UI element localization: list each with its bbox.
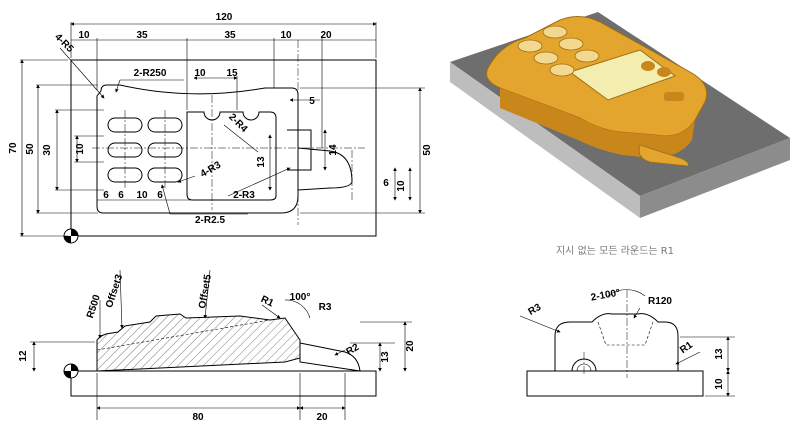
dim-right-10: 10 xyxy=(396,180,407,192)
dim-14: 14 xyxy=(328,144,339,156)
dim-bottom-2: 6 xyxy=(118,190,124,201)
dim-front-13: 13 xyxy=(380,351,391,363)
stock-outline xyxy=(70,59,377,237)
dim-bottom-4: 6 xyxy=(157,190,163,201)
dim-left-10: 10 xyxy=(75,143,86,155)
origin-marker-front xyxy=(63,363,79,379)
top-view: 120 10 35 35 10 20 4-R5 2-R250 10 15 5 2… xyxy=(8,12,433,244)
dim-front-20: 20 xyxy=(405,340,416,352)
side-slot xyxy=(287,129,312,171)
dim-window-10: 10 xyxy=(194,68,206,79)
dim-bottom-3: 10 xyxy=(136,190,148,201)
dim-side-r3: R3 xyxy=(526,302,543,318)
dim-side-angle: 2-100° xyxy=(590,288,621,304)
dim-2-r2-5: 2-R2.5 xyxy=(195,215,225,226)
dim-front-r1: R1 xyxy=(259,294,276,310)
dim-bottom-1: 6 xyxy=(103,190,109,201)
dim-13: 13 xyxy=(256,156,267,168)
dim-left-50: 50 xyxy=(25,143,36,155)
side-view: R3 2-100° R120 R1 13 10 xyxy=(519,288,735,397)
dim-top-5: 20 xyxy=(320,30,332,41)
dim-right-6: 6 xyxy=(383,178,389,189)
button-keys xyxy=(517,25,600,77)
dim-r4: 2-R4 xyxy=(226,112,249,135)
dim-top-4: 10 xyxy=(280,30,292,41)
front-antenna xyxy=(299,342,361,372)
base-left-face xyxy=(450,62,640,218)
dim-top-1: 10 xyxy=(78,30,90,41)
dim-arc-radius: 2-R250 xyxy=(134,68,167,79)
screen-hole xyxy=(641,61,655,71)
dim-overall-width: 120 xyxy=(216,12,233,23)
dim-offset5: Offset5 xyxy=(197,273,214,309)
dim-side-r120: R120 xyxy=(648,296,672,307)
dim-top-3: 35 xyxy=(224,30,236,41)
dim-left-70: 70 xyxy=(8,142,19,154)
front-base xyxy=(70,370,377,397)
dim-angle: 100° xyxy=(290,292,311,303)
front-view: R500 Offset3 Offset5 R1 100° R3 R2 12 13… xyxy=(18,269,416,423)
body-side xyxy=(500,88,695,158)
dim-2-r3: 2-R3 xyxy=(233,190,255,201)
dim-front-12: 12 xyxy=(18,350,29,362)
dim-left-30: 30 xyxy=(42,144,53,156)
antenna-shape xyxy=(638,144,689,167)
dim-front-80: 80 xyxy=(192,412,204,423)
side-base xyxy=(526,370,704,397)
dim-top-2: 35 xyxy=(136,30,148,41)
side-body xyxy=(554,313,679,371)
screen-window xyxy=(186,111,277,201)
dim-side-10: 10 xyxy=(714,378,725,390)
section-hatch xyxy=(96,313,301,372)
dim-side-r1: R1 xyxy=(678,340,695,357)
base-right-face xyxy=(640,138,790,218)
dim-corner-radius: 4-R5 xyxy=(52,32,75,55)
dim-4-r3: 4-R3 xyxy=(199,159,224,180)
dim-offset3: Offset3 xyxy=(104,273,125,310)
dim-5: 5 xyxy=(309,96,315,107)
iso-view: 지시 없는 모든 라운드는 R1 xyxy=(450,12,790,257)
rounds-note: 지시 없는 모든 라운드는 R1 xyxy=(556,244,674,257)
dim-right-50: 50 xyxy=(422,144,433,156)
dim-front-20w: 20 xyxy=(316,412,328,423)
dim-front-r3: R3 xyxy=(319,302,332,313)
screen-hole xyxy=(657,67,671,77)
dim-side-13: 13 xyxy=(714,348,725,360)
dim-window-15: 15 xyxy=(226,68,238,79)
dim-front-r2: R2 xyxy=(344,342,361,358)
body-outline xyxy=(96,84,299,214)
side-slot-iso xyxy=(664,92,684,101)
button-slots xyxy=(107,117,183,183)
